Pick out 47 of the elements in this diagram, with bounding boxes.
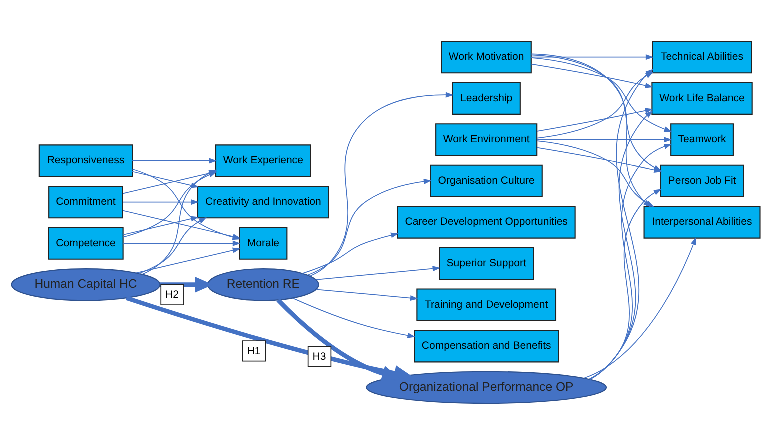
node-box: Work Motivation bbox=[441, 40, 532, 74]
node-box: Training and Development bbox=[416, 288, 557, 321]
node-box: Leadership bbox=[452, 82, 521, 114]
arrow bbox=[310, 92, 454, 276]
node-box: Work Environment bbox=[436, 123, 538, 156]
arrow bbox=[302, 232, 400, 274]
node-box: Organisation Culture bbox=[430, 164, 543, 198]
arrow bbox=[122, 199, 200, 205]
node-box: Interpersonal Abilities bbox=[644, 206, 761, 238]
arrow bbox=[531, 54, 662, 171]
node-box: Technical Abilities bbox=[652, 40, 752, 74]
node-box: Compensation and Benefits bbox=[414, 330, 560, 362]
arrow bbox=[132, 158, 218, 164]
arrow bbox=[589, 143, 672, 380]
arrow bbox=[123, 216, 200, 235]
arrow bbox=[536, 108, 654, 132]
edge-label: H1 bbox=[247, 344, 261, 357]
node-box: Work Life Balance bbox=[652, 82, 753, 114]
node-ellipse: Retention RE bbox=[208, 268, 320, 301]
arrow bbox=[316, 266, 441, 280]
arrow bbox=[316, 288, 418, 300]
node-box: Creativity and Innovation bbox=[197, 185, 330, 218]
node-box: Teamwork bbox=[670, 123, 734, 156]
arrow bbox=[136, 247, 241, 274]
node-box: Competence bbox=[48, 226, 124, 260]
node-ellipse: Organizational Performance OP bbox=[366, 370, 608, 404]
arrow bbox=[588, 188, 662, 380]
arrow bbox=[126, 296, 413, 381]
node-box: Morale bbox=[239, 226, 288, 260]
arrow bbox=[531, 57, 672, 132]
arrow bbox=[531, 54, 654, 60]
arrow bbox=[531, 53, 652, 208]
node-box: Career Development Opportunities bbox=[397, 206, 576, 238]
arrow bbox=[584, 236, 696, 378]
arrow bbox=[307, 178, 432, 276]
node-box: Superior Support bbox=[439, 246, 534, 280]
node-box: Responsiveness bbox=[38, 144, 134, 177]
node-box: Person Job Fit bbox=[660, 164, 744, 198]
arrow bbox=[138, 216, 207, 274]
edge-label: H2 bbox=[166, 288, 179, 301]
arrow bbox=[292, 297, 416, 338]
arrow bbox=[123, 240, 241, 246]
node-box: Work Experience bbox=[215, 144, 312, 177]
edge-label: H3 bbox=[312, 350, 326, 362]
node-ellipse: Human Capital HC bbox=[11, 268, 161, 301]
arrow bbox=[536, 136, 672, 142]
node-box: Commitment bbox=[48, 185, 124, 218]
